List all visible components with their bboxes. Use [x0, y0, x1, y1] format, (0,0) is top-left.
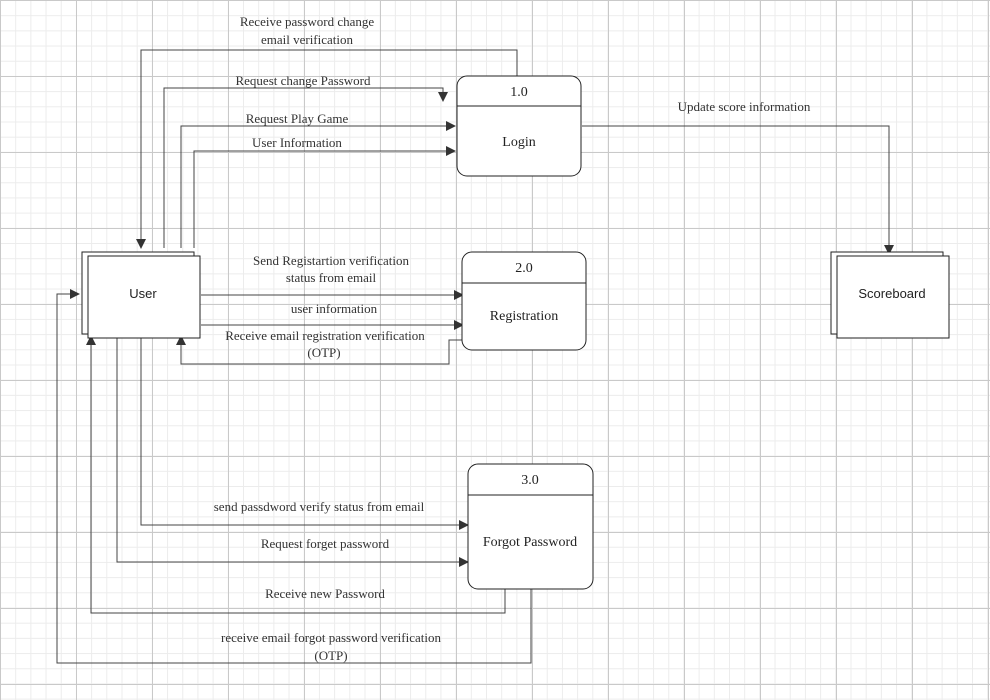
label-user-information-registration: user information	[291, 301, 378, 316]
process-login[interactable]: 1.0 Login	[456, 75, 582, 177]
entity-user-label: User	[129, 286, 157, 301]
label-receive-password-change-line1: Receive password change	[240, 14, 375, 29]
flow-receive-registration-otp	[176, 335, 462, 365]
label-update-score: Update score information	[678, 99, 811, 114]
flow-request-change-password	[163, 87, 448, 248]
flow-request-forget-password	[116, 336, 469, 567]
process-forgot-password[interactable]: 3.0 Forgot Password	[467, 463, 594, 590]
flow-labels: Receive password change email verificati…	[214, 14, 811, 663]
flow-edges	[56, 49, 894, 664]
label-send-registration-line2: status from email	[286, 270, 377, 285]
flow-request-play-game	[180, 121, 456, 248]
flow-receive-forgot-otp	[56, 289, 532, 664]
process-login-name: Login	[502, 135, 535, 150]
process-registration-id: 2.0	[515, 261, 533, 276]
label-receive-registration-otp-line1: Receive email registration verification	[225, 328, 425, 343]
flow-user-information-login	[193, 146, 456, 248]
process-forgot-id: 3.0	[521, 473, 539, 488]
label-send-registration-line1: Send Registartion verification	[253, 253, 409, 268]
label-receive-new-password: Receive new Password	[265, 586, 385, 601]
process-login-id: 1.0	[510, 85, 528, 100]
entity-scoreboard[interactable]: Scoreboard	[830, 251, 950, 339]
label-receive-registration-otp-line2: (OTP)	[307, 345, 340, 360]
label-request-change-password: Request change Password	[235, 73, 371, 88]
label-request-forget-password: Request forget password	[261, 536, 390, 551]
flow-receive-new-password	[86, 335, 506, 614]
flow-update-score	[582, 125, 894, 255]
label-request-play-game: Request Play Game	[246, 111, 349, 126]
entity-user[interactable]: User	[81, 251, 201, 339]
label-receive-forgot-otp-line1: receive email forgot password verificati…	[221, 630, 441, 645]
label-receive-forgot-otp-line2: (OTP)	[314, 648, 347, 663]
process-forgot-name: Forgot Password	[483, 535, 577, 550]
label-send-password-verify: send passdword verify status from email	[214, 499, 425, 514]
flow-receive-password-change	[136, 49, 518, 249]
process-registration-name: Registration	[490, 309, 558, 324]
label-user-information-login: User Information	[252, 135, 342, 150]
process-registration[interactable]: 2.0 Registration	[461, 251, 587, 351]
flow-send-password-verify	[140, 336, 469, 530]
label-receive-password-change-line2: email verification	[261, 32, 354, 47]
entity-scoreboard-label: Scoreboard	[858, 286, 925, 301]
